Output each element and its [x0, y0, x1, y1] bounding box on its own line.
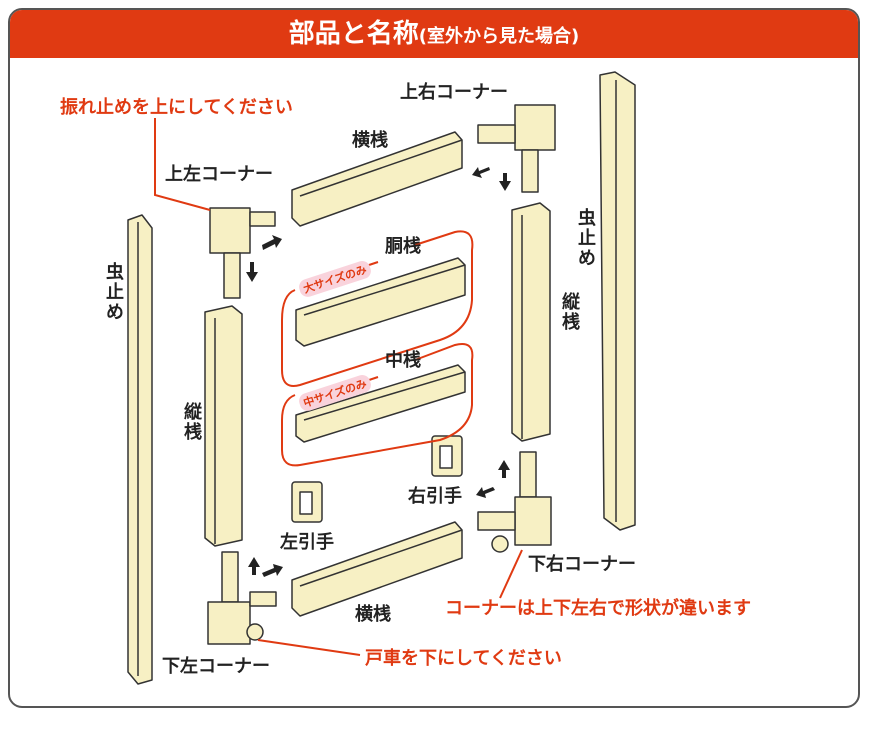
top-rail [291, 131, 463, 227]
arrow-icon [248, 557, 260, 575]
top-rail-label: 横桟 [352, 130, 388, 151]
arrow-icon [499, 173, 511, 191]
body-rail-label: 胴桟 [385, 236, 421, 257]
roller-note: 戸車を下にしてください [365, 648, 562, 669]
bottom-right-corner [477, 451, 552, 553]
top-right-corner-label: 上右コーナー [400, 82, 508, 103]
left-handle [291, 481, 323, 523]
top-right-corner [477, 104, 556, 193]
stile-left [204, 305, 243, 547]
right-handle [431, 435, 463, 477]
bottom-right-corner-label: 下右コーナー [528, 554, 636, 575]
arrow-icon [498, 460, 510, 478]
middle-rail-label: 中桟 [385, 350, 421, 371]
page-title: 部品と名称 [288, 19, 419, 49]
insect-stop-right [599, 71, 636, 531]
top-left-corner [209, 207, 276, 299]
arrow-icon [246, 262, 258, 282]
stile-right [511, 202, 551, 442]
bottom-rail [291, 521, 463, 617]
roller-note-leader [257, 639, 361, 656]
right-handle-label: 右引手 [408, 486, 462, 507]
insect-stop-left-label: 虫止め [103, 262, 124, 322]
arrow-icon [476, 487, 495, 498]
stile-right-label: 縦桟 [559, 292, 580, 332]
arrow-icon [262, 564, 283, 577]
stile-left-label: 縦桟 [181, 402, 202, 442]
arrow-icon [262, 235, 282, 250]
page-subtitle: (室外から見た場合) [418, 26, 580, 47]
body-rail [295, 257, 466, 347]
anti-sway-leader [154, 118, 211, 211]
bottom-rail-label: 横桟 [355, 604, 391, 625]
bottom-left-corner-label: 下左コーナー [162, 656, 270, 677]
anti-sway-note: 振れ止めを上にしてください [60, 97, 293, 118]
assembly-arrows [246, 167, 511, 577]
insect-stop-left [127, 214, 153, 685]
header-bar: 部品と名称(室外から見た場合) [10, 10, 858, 58]
corner-note: コーナーは上下左右で形状が違います [445, 598, 751, 619]
bottom-left-corner [207, 551, 277, 645]
top-left-corner-label: 上左コーナー [165, 164, 273, 185]
left-handle-label: 左引手 [280, 532, 334, 553]
diagram-frame: 部品と名称(室外から見た場合) [8, 8, 860, 708]
insect-stop-right-label: 虫止め [575, 208, 596, 268]
arrow-icon [472, 167, 490, 178]
corner-note-leader [499, 549, 523, 599]
